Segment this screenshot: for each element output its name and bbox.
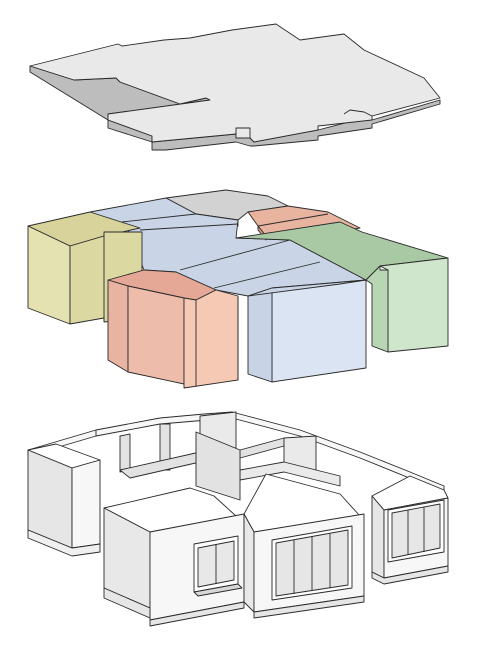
wall-left-tower-front — [71, 459, 101, 549]
window-right-glass — [391, 503, 441, 559]
zone-blue-box-side — [247, 287, 273, 383]
wall-interior — [119, 433, 131, 473]
zone-blue-box-front — [271, 279, 367, 383]
slab-top — [29, 23, 441, 143]
zone-blue-divider — [121, 213, 197, 223]
wall-interior — [159, 423, 171, 471]
zone-blue-divider — [213, 261, 321, 289]
zone-green-side — [365, 265, 389, 353]
floor-rim — [27, 529, 101, 557]
zone-blue-divider — [179, 239, 291, 271]
wall-model-layer — [27, 411, 449, 627]
base-rim — [253, 595, 365, 619]
wall-interior — [195, 431, 241, 501]
slab-notch-line — [235, 127, 251, 138]
base-rim — [371, 565, 449, 585]
room-volumes-layer — [27, 189, 449, 389]
wall-back-right — [231, 411, 445, 493]
window-left-sill — [193, 583, 243, 597]
zone-peach-front-left — [127, 285, 185, 385]
wall-interior — [239, 437, 285, 459]
zone-peach-side — [107, 279, 129, 373]
zone-green-front — [379, 257, 449, 353]
wall-front-right-side — [371, 495, 385, 579]
slab-notch-line — [343, 109, 373, 117]
floor-slab-layer — [29, 23, 441, 151]
zone-blue-divider — [139, 223, 239, 231]
zone-blue-box-top — [247, 279, 367, 297]
base-rim — [103, 587, 151, 619]
wall-front-mid-side — [243, 513, 255, 613]
zone-salmon-divider — [257, 213, 329, 227]
zone-peach-front-right — [183, 289, 239, 389]
base-rim — [149, 601, 245, 627]
